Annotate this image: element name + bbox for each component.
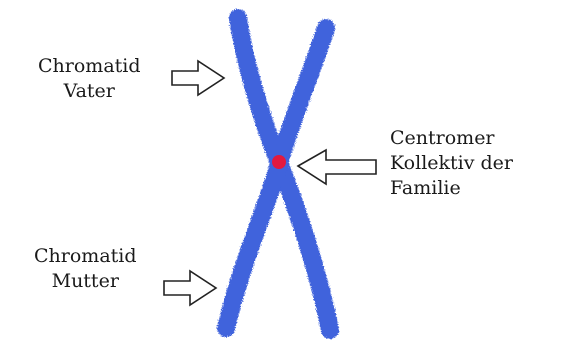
chromatid-vater-label: Chromatid Vater xyxy=(38,54,141,104)
arrow-right-icon xyxy=(164,271,216,305)
centromer-label: Centromer Kollektiv der Familie xyxy=(390,126,513,201)
chromatid-mutter-label-line2: Mutter xyxy=(34,269,137,294)
centromer-label-line2: Kollektiv der xyxy=(390,151,513,176)
chromatid-mutter-label: Chromatid Mutter xyxy=(34,244,137,294)
centromere-dot xyxy=(272,155,286,169)
chromatid-vater-label-line2: Vater xyxy=(38,79,141,104)
centromer-label-line1: Centromer xyxy=(390,126,513,151)
arrow-left-icon xyxy=(298,150,376,184)
chromatid-mutter-label-line1: Chromatid xyxy=(34,244,137,269)
centromer-label-line3: Familie xyxy=(390,176,513,201)
arrow-right-icon xyxy=(172,61,224,95)
chromatid-vater-label-line1: Chromatid xyxy=(38,54,141,79)
